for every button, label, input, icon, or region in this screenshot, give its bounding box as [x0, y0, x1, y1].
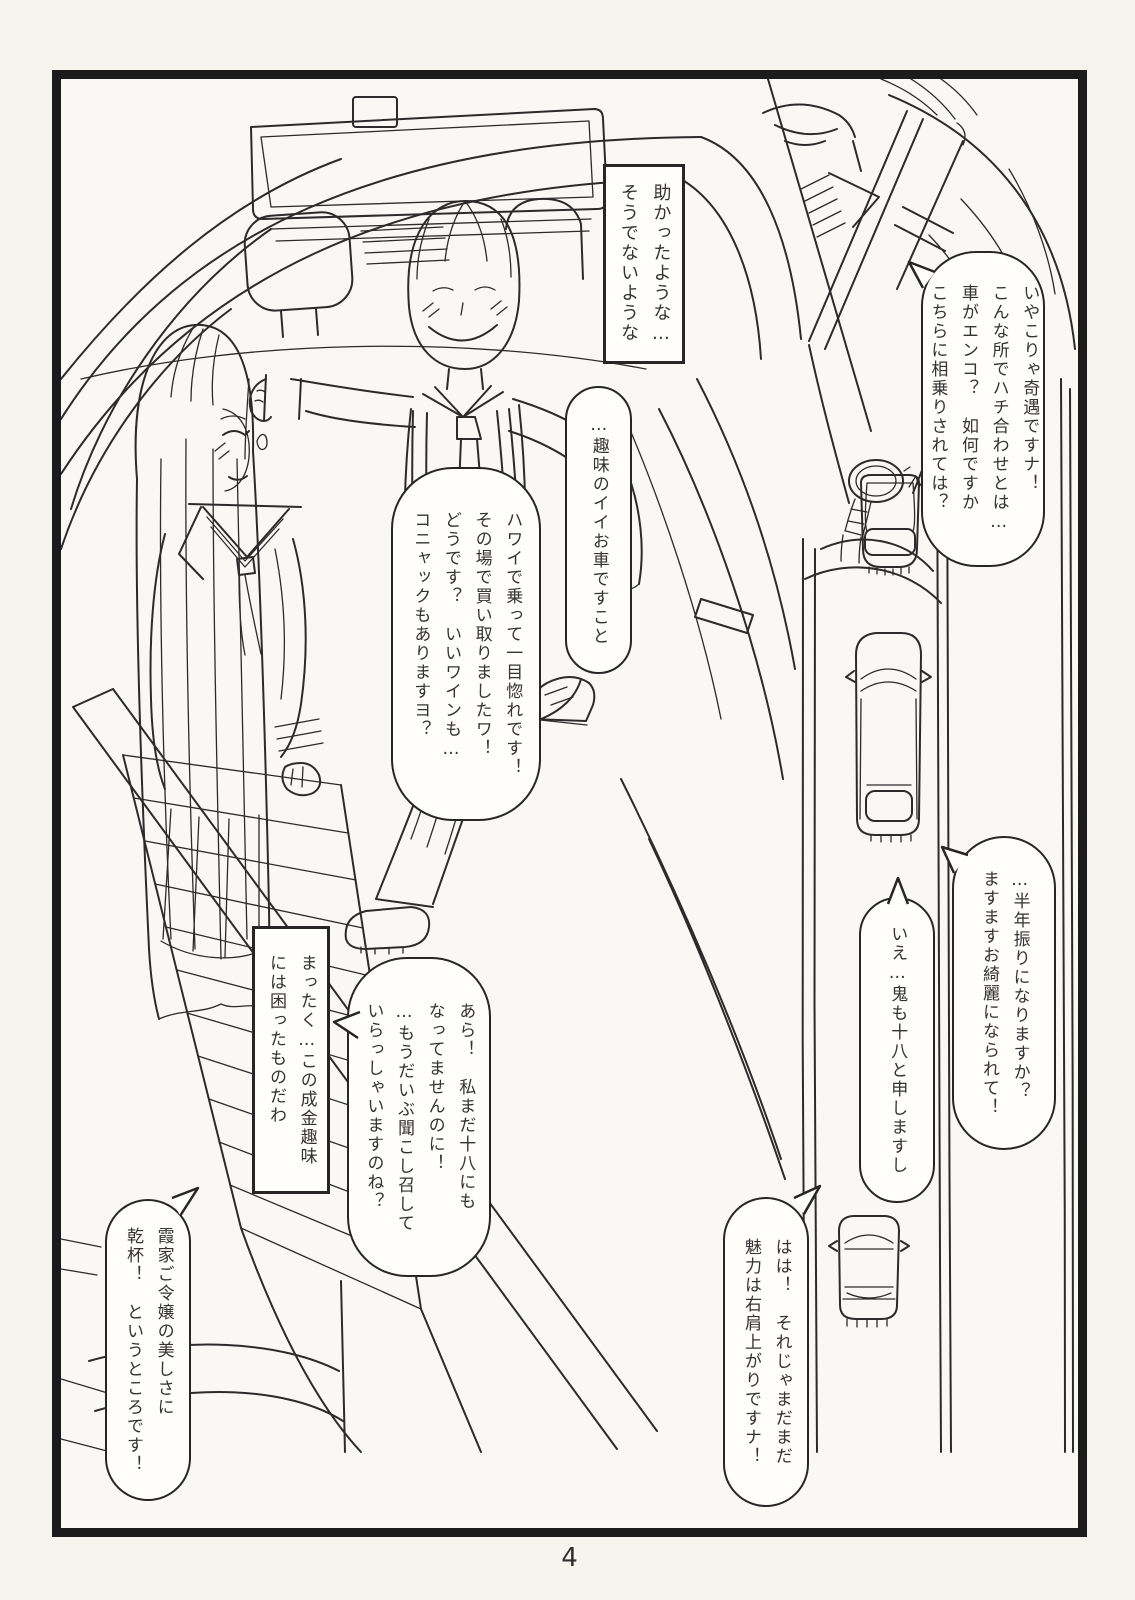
rear-window-art	[250, 96, 608, 265]
car-door-art	[620, 378, 796, 1180]
bubble-text: …半年振りになりますか？ ますますお綺麗になられて！	[979, 869, 1030, 1117]
speech-bubble-nice-car: …趣味のイイお車ですこと	[565, 386, 632, 674]
headrests-art	[80, 197, 647, 380]
van-top-view-art	[845, 632, 932, 843]
bubble-tail	[940, 845, 969, 874]
caption-box-rescued: 助かったような… そうでないような	[603, 164, 685, 364]
speech-bubble-eighteen: あら！ 私まだ十八にも なってませんのに！ …もうだいぶ聞こし召して いらっしゃ…	[347, 957, 491, 1277]
bubble-text: いやこりゃ奇遇ですナ！ こんな所でハチ合わせとは… 車がエンコ？ 如何ですか こ…	[927, 284, 1040, 534]
bubble-text: …趣味のイイお車ですこと	[588, 414, 609, 646]
speech-bubble-haha: はは！ それじゃまだまだ 魅力は右肩上がりですナ！	[723, 1197, 809, 1507]
bubble-tail	[907, 260, 936, 289]
speech-bubble-toast: 霞家ご令嬢の美しさに 乾杯！ というところです！	[105, 1199, 191, 1501]
bubble-text: ハワイで乗って一目惚れです！ その場で買い取りましたワ！ どうです？ いいワイン…	[410, 511, 523, 777]
bubble-text: あら！ 私まだ十八にも なってませんのに！ …もうだいぶ聞こし召して いらっしゃ…	[363, 1001, 476, 1233]
bubble-tail	[793, 1184, 822, 1215]
page-number: 4	[561, 1543, 578, 1573]
speech-bubble-half-year: …半年振りになりますか？ ますますお綺麗になられて！	[952, 836, 1056, 1150]
bubble-text: 霞家ご令嬢の美しさに 乾杯！ というところです！	[123, 1226, 174, 1474]
speech-bubble-oni: いえ…鬼も十八と申しますし	[859, 897, 935, 1203]
line-art	[61, 79, 1076, 1453]
bubble-tail	[332, 1010, 361, 1040]
girl-figure-art	[134, 323, 324, 1020]
bubble-text: いえ…鬼も十八と申しますし	[887, 925, 908, 1175]
speech-bubble-coincidence: いやこりゃ奇遇ですナ！ こんな所でハチ合わせとは… 車がエンコ？ 如何ですか こ…	[921, 251, 1045, 567]
panel-frame	[52, 70, 1087, 1537]
caption-text: まったく…この成金趣味 には困ったものだわ	[266, 954, 317, 1166]
car-rear-view-art	[860, 474, 920, 576]
bubble-tail	[171, 1186, 200, 1217]
sedan-top-view-art	[828, 1215, 910, 1328]
caption-text: 助かったような… そうでないような	[618, 182, 672, 346]
speech-bubble-hawaii: ハワイで乗って一目惚れです！ その場で買い取りましたワ！ どうです？ いいワイン…	[391, 467, 541, 821]
caption-box-nouveau-riche: まったく…この成金趣味 には困ったものだわ	[252, 926, 330, 1194]
bubble-text: はは！ それじゃまだまだ 魅力は右肩上がりですナ！	[741, 1238, 792, 1466]
bubble-tail	[886, 876, 910, 905]
